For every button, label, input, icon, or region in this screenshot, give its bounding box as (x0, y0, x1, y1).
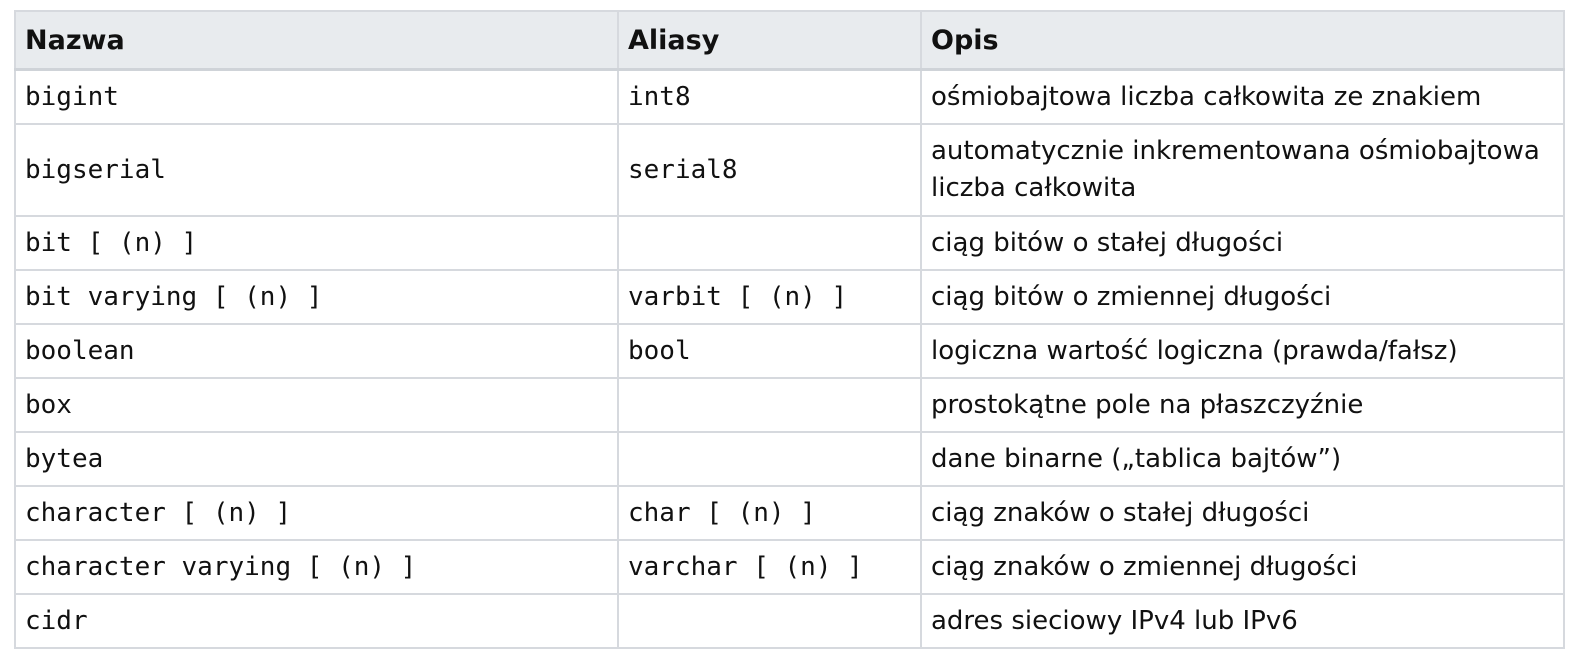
table-row: bit [ (n) ] ciąg bitów o stałej długości (14, 215, 1565, 271)
table-row: boolean bool logiczna wartość logiczna (… (14, 323, 1565, 379)
data-types-table: Nazwa Aliasy Opis bigint int8 ośmiobajto… (14, 10, 1565, 649)
type-description-cell: automatycznie inkrementowana ośmiobajtow… (920, 123, 1565, 217)
type-name-cell: boolean (14, 323, 619, 379)
header-description: Opis (920, 10, 1565, 71)
table-row: box prostokątne pole na płaszczyźnie (14, 377, 1565, 433)
type-alias-cell (617, 593, 922, 649)
table-row: cidr adres sieciowy IPv4 lub IPv6 (14, 593, 1565, 649)
type-name-cell: bigserial (14, 123, 619, 217)
table-row: character varying [ (n) ] varchar [ (n) … (14, 539, 1565, 595)
table-row: bigint int8 ośmiobajtowa liczba całkowit… (14, 68, 1565, 125)
type-alias-cell: varbit [ (n) ] (617, 269, 922, 325)
type-description-cell: ciąg znaków o stałej długości (920, 485, 1565, 541)
type-name-cell: character varying [ (n) ] (14, 539, 619, 595)
header-aliases: Aliasy (617, 10, 922, 71)
type-name-cell: box (14, 377, 619, 433)
type-alias-cell: char [ (n) ] (617, 485, 922, 541)
table-row: bigserial serial8 automatycznie inkremen… (14, 123, 1565, 217)
type-alias-cell: varchar [ (n) ] (617, 539, 922, 595)
type-name-cell: bit varying [ (n) ] (14, 269, 619, 325)
type-alias-cell (617, 431, 922, 487)
type-alias-cell: bool (617, 323, 922, 379)
table-row: bytea dane binarne („tablica bajtów”) (14, 431, 1565, 487)
table-row: character [ (n) ] char [ (n) ] ciąg znak… (14, 485, 1565, 541)
table-row: bit varying [ (n) ] varbit [ (n) ] ciąg … (14, 269, 1565, 325)
type-description-cell: prostokątne pole na płaszczyźnie (920, 377, 1565, 433)
type-name-cell: bit [ (n) ] (14, 215, 619, 271)
header-row: Nazwa Aliasy Opis (14, 10, 1565, 71)
type-name-cell: bytea (14, 431, 619, 487)
type-name-cell: bigint (14, 68, 619, 125)
type-description-cell: ciąg znaków o zmiennej długości (920, 539, 1565, 595)
type-description-cell: adres sieciowy IPv4 lub IPv6 (920, 593, 1565, 649)
type-description-cell: logiczna wartość logiczna (prawda/fałsz) (920, 323, 1565, 379)
type-alias-cell (617, 377, 922, 433)
type-description-cell: ciąg bitów o stałej długości (920, 215, 1565, 271)
type-description-cell: ośmiobajtowa liczba całkowita ze znakiem (920, 68, 1565, 125)
type-description-cell: dane binarne („tablica bajtów”) (920, 431, 1565, 487)
type-alias-cell (617, 215, 922, 271)
type-name-cell: cidr (14, 593, 619, 649)
type-alias-cell: int8 (617, 68, 922, 125)
type-alias-cell: serial8 (617, 123, 922, 217)
type-name-cell: character [ (n) ] (14, 485, 619, 541)
type-description-cell: ciąg bitów o zmiennej długości (920, 269, 1565, 325)
header-name: Nazwa (14, 10, 619, 71)
